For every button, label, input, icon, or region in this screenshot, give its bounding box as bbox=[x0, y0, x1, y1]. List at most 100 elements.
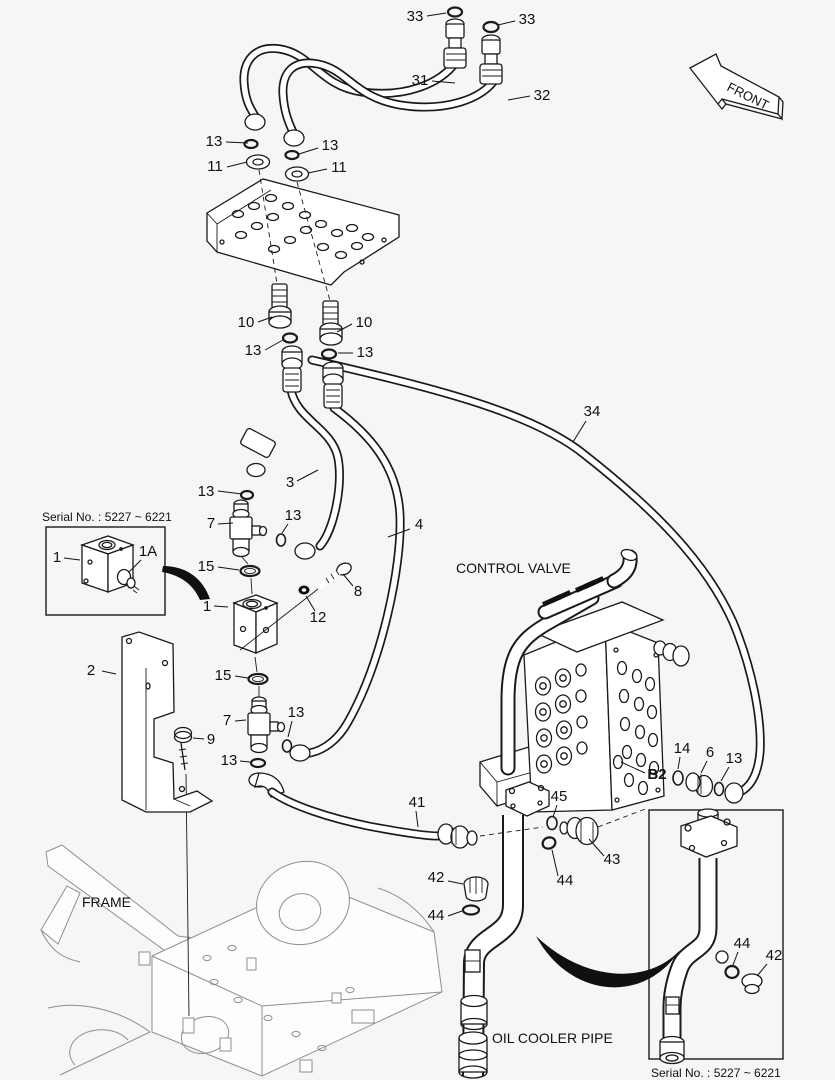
leader-43 bbox=[588, 838, 605, 857]
part-label-11-b: 11 bbox=[331, 159, 347, 176]
leader-7-b bbox=[234, 719, 247, 722]
front-arrow bbox=[689, 53, 784, 121]
annotation-frame: FRAME bbox=[82, 894, 131, 910]
port-B2 bbox=[612, 754, 624, 770]
elbow-port bbox=[715, 950, 729, 964]
o-ring-33-right bbox=[482, 20, 500, 34]
hose-4-elbow-nut bbox=[289, 744, 311, 762]
leader-1A-inset bbox=[128, 559, 142, 573]
part-label-12: 12 bbox=[310, 609, 327, 626]
o-ring-13-g bbox=[281, 739, 293, 753]
leader-13-i bbox=[720, 766, 730, 782]
part-label-13-d: 13 bbox=[357, 344, 374, 361]
leader-1-main bbox=[213, 605, 229, 608]
control-valve-drawing bbox=[479, 548, 690, 817]
annotation-control-valve: CONTROL VALVE bbox=[456, 560, 571, 576]
hose-34-elbow-nut bbox=[724, 782, 744, 804]
leader-lines bbox=[63, 12, 768, 977]
leader-6 bbox=[700, 760, 708, 774]
leader-31 bbox=[431, 80, 456, 84]
o-ring-13-h bbox=[249, 757, 267, 769]
leader-34 bbox=[572, 420, 587, 443]
hose-3-elbow-nut bbox=[294, 542, 316, 560]
leader-13-c bbox=[264, 339, 284, 351]
part-label-15-a: 15 bbox=[198, 558, 215, 575]
part-label-13-h: 13 bbox=[221, 752, 238, 769]
cooler-pipe-hardware bbox=[461, 807, 649, 916]
leader-42-inset bbox=[756, 963, 768, 977]
part-label-3: 3 bbox=[286, 474, 294, 491]
leader-44-a bbox=[551, 849, 559, 877]
part-label-11-a: 11 bbox=[207, 158, 223, 175]
hose-end-hardware bbox=[243, 113, 310, 182]
plug-42-inset bbox=[741, 973, 763, 995]
part-label-43: 43 bbox=[604, 851, 621, 868]
annotation-oil-cooler-pipe: OIL COOLER PIPE bbox=[492, 1030, 613, 1046]
part-label-8: 8 bbox=[354, 583, 362, 600]
part-label-1-main: 1 bbox=[203, 598, 211, 615]
part-label-34: 34 bbox=[584, 403, 601, 420]
part-label-1-inset: 1 bbox=[53, 549, 61, 566]
part-label-32: 32 bbox=[534, 87, 551, 104]
leader-3 bbox=[296, 469, 319, 482]
part-label-13-f: 13 bbox=[198, 483, 215, 500]
leader-13-h bbox=[239, 760, 251, 763]
leader-41 bbox=[415, 810, 419, 828]
fitting-7-upper bbox=[229, 499, 268, 558]
annotation-serial2: Serial No. : 5227 ~ 6221 bbox=[651, 1066, 781, 1080]
leader-8 bbox=[342, 573, 354, 587]
part-label-41: 41 bbox=[409, 794, 426, 811]
part-label-45: 45 bbox=[551, 788, 568, 805]
o-ring-13-f bbox=[239, 489, 255, 501]
bolt-8 bbox=[318, 562, 352, 589]
o-ring-13-i bbox=[713, 781, 725, 797]
inset-pointer-swoosh bbox=[162, 566, 210, 600]
o-ring-33-left bbox=[446, 6, 464, 18]
o-ring-13-d bbox=[320, 348, 338, 360]
leader-13-e bbox=[281, 523, 289, 534]
leader-7-a bbox=[217, 522, 234, 525]
plug-42-a bbox=[463, 876, 489, 902]
inset-serial-pipe bbox=[648, 808, 784, 1065]
hose-41 bbox=[267, 787, 544, 849]
leader-9 bbox=[192, 737, 205, 740]
block-1-cluster bbox=[121, 427, 352, 813]
leader-15-b bbox=[234, 675, 249, 679]
leader-10-b bbox=[336, 323, 353, 333]
leader-42-a bbox=[447, 880, 464, 885]
bracket-2 bbox=[121, 631, 214, 813]
leader-32 bbox=[507, 95, 531, 101]
o-ring-15-b bbox=[247, 672, 269, 686]
bolt-9 bbox=[173, 726, 193, 771]
fitting-stack-31 bbox=[443, 6, 467, 69]
leader-44-b bbox=[447, 910, 463, 917]
leader-4 bbox=[387, 528, 411, 538]
fitting-10-right bbox=[319, 300, 344, 409]
hose-clamp-bands bbox=[542, 576, 605, 607]
o-ring-45 bbox=[546, 815, 558, 831]
hose-32 bbox=[278, 58, 501, 139]
leader-2 bbox=[101, 670, 117, 675]
block-1 bbox=[232, 594, 279, 654]
o-ring-44-a bbox=[541, 836, 557, 850]
part-label-B2: B2 bbox=[647, 766, 666, 783]
o-ring-13-c bbox=[281, 332, 299, 344]
pointer-swoosh bbox=[536, 936, 680, 988]
fitting-6 bbox=[685, 772, 714, 798]
o-ring-44-b bbox=[461, 904, 481, 916]
part-label-13-c: 13 bbox=[245, 342, 262, 359]
part-label-42-inset: 42 bbox=[766, 947, 783, 964]
leader-13-a bbox=[225, 141, 249, 144]
part-label-6: 6 bbox=[706, 744, 714, 761]
leader-45 bbox=[552, 804, 558, 818]
part-label-7-a: 7 bbox=[207, 515, 215, 532]
hose-3 bbox=[286, 385, 344, 551]
annotation-serial1: Serial No. : 5227 ~ 6221 bbox=[42, 510, 172, 524]
leader-12 bbox=[305, 595, 316, 612]
part-label-13-e: 13 bbox=[285, 507, 302, 524]
inset-serial-block bbox=[45, 526, 210, 616]
nut-11-b bbox=[284, 166, 310, 182]
